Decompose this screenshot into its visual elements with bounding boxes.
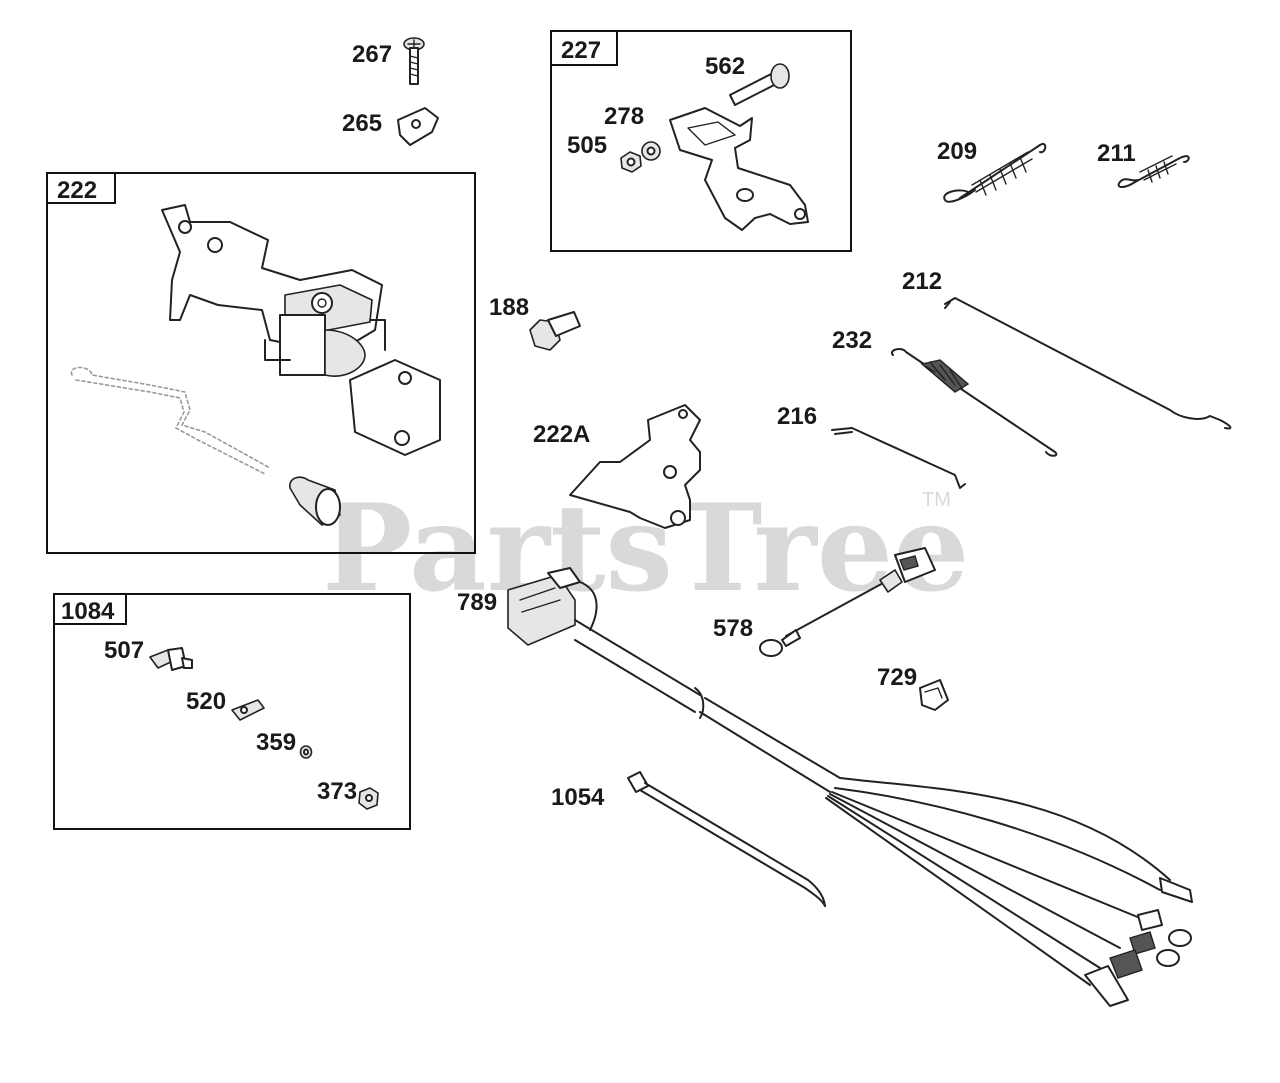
part-label-578[interactable]: 578 xyxy=(713,615,753,642)
rod-216-drawing[interactable] xyxy=(831,427,966,489)
part-label-278[interactable]: 278 xyxy=(604,103,644,130)
bolt-188-drawing[interactable] xyxy=(529,311,581,351)
part-label-267[interactable]: 267 xyxy=(352,41,392,68)
spring-232-drawing[interactable] xyxy=(890,347,1058,457)
part-label-359[interactable]: 359 xyxy=(256,729,296,756)
washer-278-drawing[interactable] xyxy=(641,141,661,161)
part-label-211[interactable]: 211 xyxy=(1097,140,1136,167)
clip-265-drawing[interactable] xyxy=(397,107,439,146)
ghost-link-rod-drawing xyxy=(70,366,271,475)
clip-520-drawing[interactable] xyxy=(231,699,265,721)
nut-505-drawing[interactable] xyxy=(620,151,642,173)
part-label-222A[interactable]: 222A xyxy=(533,421,590,448)
part-label-216[interactable]: 216 xyxy=(777,403,817,430)
spring-211-drawing[interactable] xyxy=(1117,155,1190,188)
part-label-505[interactable]: 505 xyxy=(567,132,607,159)
box-label-222: 222 xyxy=(57,177,97,204)
part-label-562[interactable]: 562 xyxy=(705,53,745,80)
part-label-265[interactable]: 265 xyxy=(342,110,382,137)
part-label-373[interactable]: 373 xyxy=(317,778,357,805)
part-label-188[interactable]: 188 xyxy=(489,294,529,321)
spring-209-drawing[interactable] xyxy=(943,142,1047,203)
part-label-729[interactable]: 729 xyxy=(877,664,917,691)
washer-359-drawing[interactable] xyxy=(299,745,313,759)
ground-wire-578-drawing[interactable] xyxy=(759,547,936,657)
assembly-box-227[interactable]: 227 xyxy=(550,30,852,252)
part-label-520[interactable]: 520 xyxy=(186,688,226,715)
clip-729-drawing[interactable] xyxy=(919,679,949,711)
box-label-1084: 1084 xyxy=(61,598,115,625)
box-label-227: 227 xyxy=(561,37,601,64)
governor-bracket-drawing[interactable] xyxy=(161,204,441,456)
bracket-222A-drawing[interactable] xyxy=(569,404,701,529)
switch-507-drawing[interactable] xyxy=(149,647,193,671)
wiring-harness-789-drawing[interactable] xyxy=(507,567,1193,1007)
governor-knob-drawing[interactable] xyxy=(289,476,341,526)
assembly-box-1084[interactable]: 1084 xyxy=(53,593,411,830)
part-label-507[interactable]: 507 xyxy=(104,637,144,664)
part-label-232[interactable]: 232 xyxy=(832,327,872,354)
rod-212-drawing[interactable] xyxy=(944,297,1232,430)
part-label-209[interactable]: 209 xyxy=(937,138,977,165)
bolt-267-drawing[interactable] xyxy=(403,37,425,85)
part-labels: 267 265 562 278 505 209 211 212 232 188 … xyxy=(104,41,1136,811)
part-label-212[interactable]: 212 xyxy=(902,268,942,295)
nut-373-drawing[interactable] xyxy=(358,787,379,810)
cable-tie-1054-drawing[interactable] xyxy=(627,771,826,907)
lever-bracket-227-drawing[interactable] xyxy=(669,107,809,231)
pin-562-drawing[interactable] xyxy=(729,63,790,106)
assembly-box-222[interactable]: 222 xyxy=(46,172,476,554)
watermark-trademark: TM xyxy=(922,489,951,511)
part-label-1054[interactable]: 1054 xyxy=(551,784,605,811)
part-label-789[interactable]: 789 xyxy=(457,589,497,616)
